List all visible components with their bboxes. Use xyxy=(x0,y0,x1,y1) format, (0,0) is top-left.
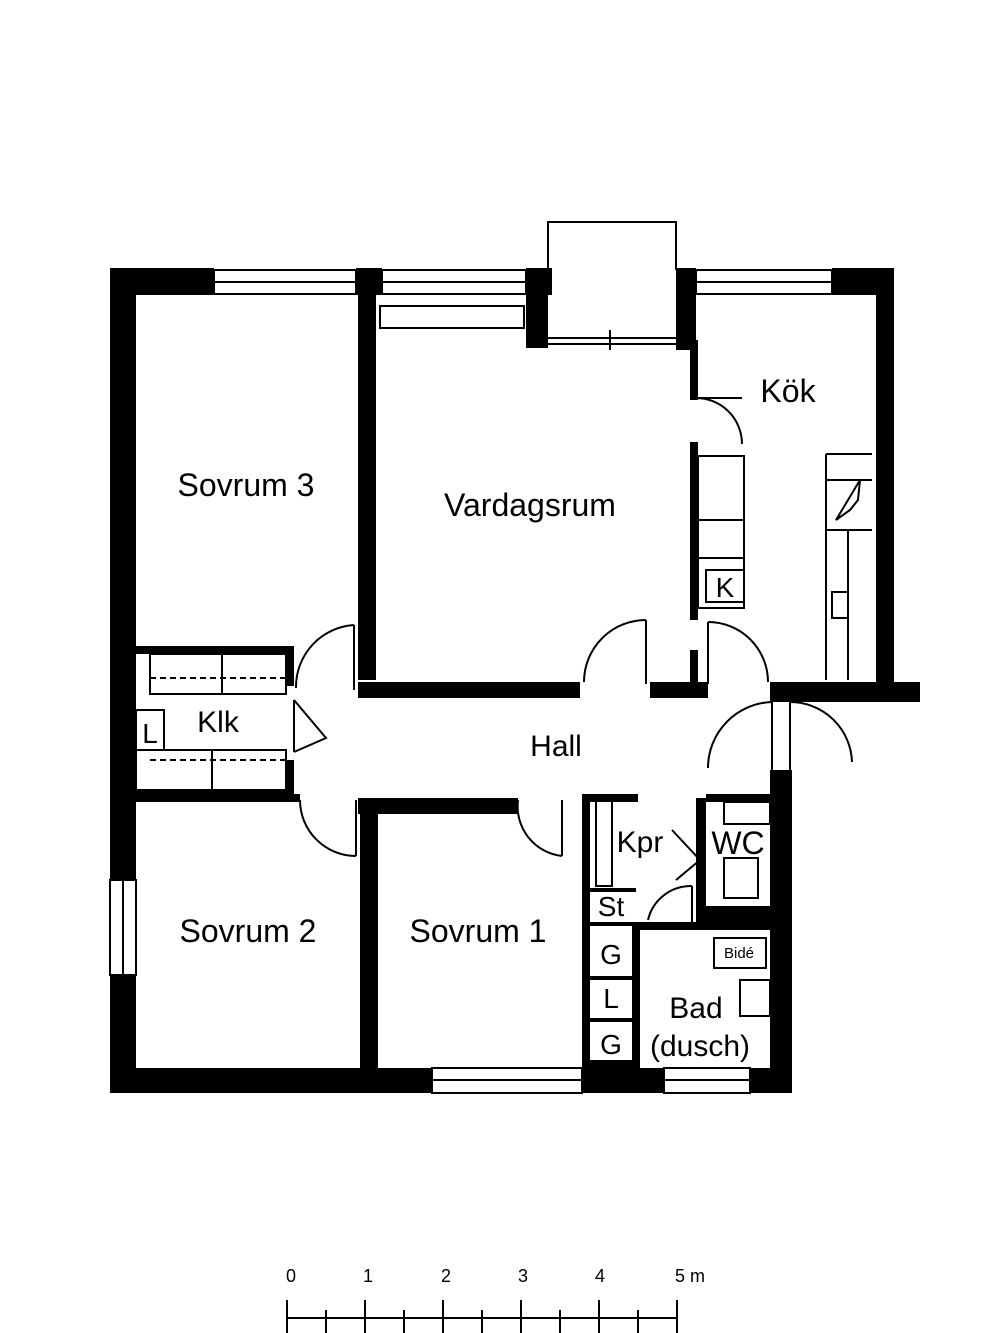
scale-label-5m: 5 m xyxy=(675,1266,705,1286)
klk-fixtures xyxy=(135,653,287,791)
room-label-klk: Klk xyxy=(197,706,240,739)
scale-label-0: 0 xyxy=(286,1266,296,1286)
balcony xyxy=(547,221,690,350)
room-label-sovrum3: Sovrum 3 xyxy=(178,467,315,503)
room-label-hall: Hall xyxy=(530,730,582,763)
kitchen-fixtures xyxy=(697,453,872,680)
fixture-label-l2: L xyxy=(603,983,619,1014)
fixture-label-bide: Bidé xyxy=(724,945,754,962)
fixture-label-g2: G xyxy=(600,1029,622,1060)
room-label-kok: Kök xyxy=(760,373,816,409)
room-label-bad: Bad xyxy=(669,992,722,1025)
room-label-vardagsrum: Vardagsrum xyxy=(444,487,616,523)
scale-label-2: 2 xyxy=(441,1266,451,1286)
fixture-label-k: K xyxy=(716,572,735,603)
fixture-label-st: St xyxy=(598,891,625,922)
scale-label-1: 1 xyxy=(363,1266,373,1286)
room-labels: Sovrum 3 Vardagsrum Kök Klk Hall Kpr WC … xyxy=(178,373,817,1063)
room-label-wc: WC xyxy=(711,825,764,861)
fixture-labels: K L St G L G Bidé xyxy=(142,569,754,1060)
wc-bath-fixtures xyxy=(595,799,771,1017)
room-label-bad-sub: (dusch) xyxy=(650,1030,750,1063)
room-label-kpr: Kpr xyxy=(617,826,664,859)
scale-label-3: 3 xyxy=(518,1266,528,1286)
scale-bar xyxy=(286,1300,678,1333)
fixture-label-g1: G xyxy=(600,939,622,970)
room-label-sovrum1: Sovrum 1 xyxy=(410,913,547,949)
walls xyxy=(110,268,920,1093)
room-label-sovrum2: Sovrum 2 xyxy=(180,913,317,949)
fixture-label-klk-l: L xyxy=(142,718,158,749)
scale-labels: 0 1 2 3 4 5 m xyxy=(286,1266,705,1286)
windows xyxy=(109,269,833,1094)
doors xyxy=(293,397,853,922)
scale-label-4: 4 xyxy=(595,1266,605,1286)
